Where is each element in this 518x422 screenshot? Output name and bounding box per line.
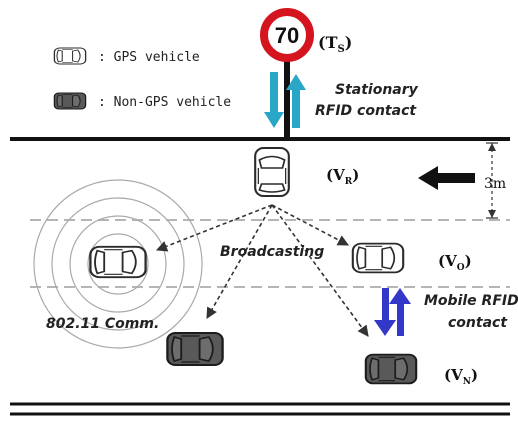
legend-non-gps-label: : Non-GPS vehicle: [98, 95, 231, 110]
mobile-rfid-arrows: [374, 288, 411, 336]
mobile-up-arrow-icon: [389, 288, 411, 336]
legend-gps-icon: [53, 47, 87, 65]
stationary-rfid-arrows: [264, 72, 306, 128]
mobile-contact-line1: Mobile RFID: [424, 293, 518, 309]
vehicle-vr: [254, 146, 290, 198]
vehicle-left-gps: [89, 245, 147, 279]
stationary-contact-line1: Stationary: [335, 82, 419, 98]
comm-range-rings: [33, 179, 203, 349]
distance-label: 3m: [484, 176, 506, 192]
traffic-direction-arrow-icon: [418, 166, 475, 190]
lane-width-dimension: [486, 142, 498, 219]
sign-ring: [260, 8, 314, 62]
stationary-contact-line2: RFID contact: [315, 103, 417, 119]
legend-non-gps-icon: [53, 92, 87, 110]
stationary-up-arrow-icon: [286, 74, 306, 128]
broadcast-arrow-right: [271, 204, 349, 246]
mobile-down-arrow-icon: [374, 288, 396, 336]
sign-label: (TS): [318, 33, 352, 55]
vo-label: (VO): [438, 252, 472, 273]
broadcast-arrow-down-right: [271, 204, 369, 337]
broadcasting-label: Broadcasting: [220, 244, 324, 260]
vr-label: (VR): [326, 166, 359, 187]
vehicle-vn: [364, 353, 418, 385]
comm-label: 802.11 Comm.: [46, 316, 159, 332]
vehicle-non-gps-left: [166, 331, 224, 367]
stationary-down-arrow-icon: [264, 72, 284, 128]
speed-limit-sign: 70: [260, 8, 314, 138]
vehicle-vo: [351, 242, 405, 274]
legend-gps-label: : GPS vehicle: [98, 50, 200, 65]
vn-label: (VN): [444, 366, 478, 387]
broadcast-arrows: [155, 204, 369, 337]
mobile-contact-line2: contact: [448, 315, 508, 331]
broadcast-arrow-down-left: [206, 204, 273, 319]
legend: : GPS vehicle : Non-GPS vehicle: [53, 47, 231, 110]
sign-speed-value: 70: [275, 23, 299, 48]
